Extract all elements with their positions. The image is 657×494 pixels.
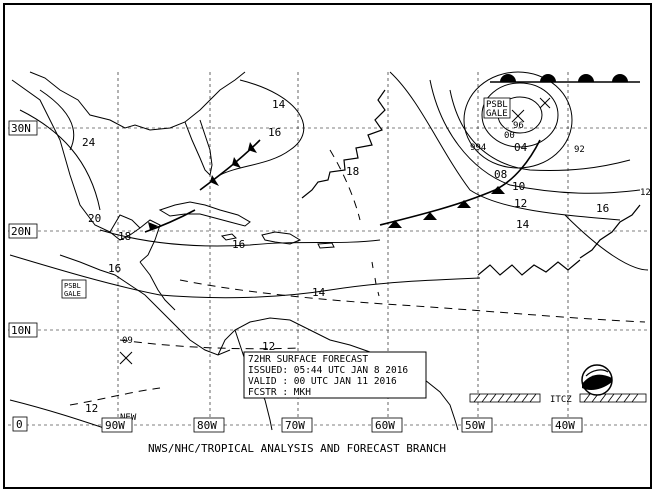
isobar-label: 14 <box>312 286 326 299</box>
psbl-gale-box-1: PSBL GALE <box>483 97 511 119</box>
lat-label-20n: 20N <box>11 225 31 238</box>
isobar-label: 12 <box>85 402 98 415</box>
isobar-label: 12 <box>640 188 651 198</box>
isobar-label: 18 <box>346 165 359 178</box>
forecast-info-box: 72HR SURFACE FORECAST ISSUED: 05:44 UTC … <box>243 351 427 399</box>
latitude-labels: 30N 20N 10N 0 <box>8 120 38 432</box>
isobar-label: 96 <box>513 121 524 131</box>
isobar-label: 12 <box>514 197 527 210</box>
lat-lon-grid <box>8 72 648 430</box>
isobar-label: 12 <box>262 340 275 353</box>
itcz-band: ITCZ <box>469 393 647 405</box>
noaa-logo <box>581 364 613 396</box>
isobar-label: 14 <box>516 218 530 231</box>
gale-label-line1: PSBL <box>486 100 508 110</box>
lon-label-40w: 40W <box>555 419 575 432</box>
isobar-label: 10 <box>512 180 525 193</box>
lon-label-70w: 70W <box>285 419 305 432</box>
forecast-issued: ISSUED: 05:44 UTC JAN 8 2016 <box>248 365 408 376</box>
isobar-label: 92 <box>574 145 585 155</box>
isobar-label: 14 <box>272 98 286 111</box>
lon-label-60w: 60W <box>375 419 395 432</box>
lon-label-50w: 50W <box>465 419 485 432</box>
lon-label-80w: 80W <box>197 419 217 432</box>
map-area: 14 16 18 20 24 16 18 16 12 09 12 14 14 1… <box>8 71 651 431</box>
cold-front <box>144 139 541 233</box>
forecast-valid: VALID : 00 UTC JAN 11 2016 <box>248 376 397 387</box>
longitude-labels: 90W 80W 70W 60W 50W 40W <box>101 417 583 433</box>
isobar-label: 16 <box>596 202 609 215</box>
footer-title: NWS/NHC/TROPICAL ANALYSIS AND FORECAST B… <box>148 442 446 455</box>
isobar-label: 09 <box>122 336 133 346</box>
troughs <box>69 149 646 406</box>
map-frame <box>3 3 652 489</box>
lat-label-10n: 10N <box>11 324 31 337</box>
gale-label-line2: GALE <box>486 109 508 119</box>
isobar-label: 08 <box>494 168 507 181</box>
isobar-labels: 14 16 18 20 24 16 18 16 12 09 12 14 14 1… <box>82 98 651 415</box>
isobar-label: 994 <box>470 143 486 153</box>
warm-front <box>490 74 640 83</box>
isobar-label: 18 <box>118 230 131 243</box>
lat-label-0: 0 <box>16 418 23 431</box>
isobar-label: 16 <box>268 126 281 139</box>
lon-label-90w: 90W <box>105 419 125 432</box>
forecast-title: 72HR SURFACE FORECAST <box>248 354 368 365</box>
zigzag-troughs <box>301 89 641 276</box>
lat-label-30n: 30N <box>11 122 31 135</box>
forecast-forecaster: FCSTR : MKH <box>248 387 311 398</box>
psbl-gale-box-2: PSBL GALE <box>61 279 87 299</box>
gale-label-line1: PSBL <box>64 282 81 290</box>
gale-label-line2: GALE <box>64 290 81 298</box>
isobar-label: 16 <box>108 262 121 275</box>
low-center-marks <box>119 97 551 365</box>
isobar-label: 04 <box>514 141 528 154</box>
isobar-label: 20 <box>88 212 101 225</box>
isobar-label: 24 <box>82 136 96 149</box>
itcz-label: ITCZ <box>550 395 572 405</box>
isobar-label: 00 <box>504 131 515 141</box>
isobar-label: 16 <box>232 238 245 251</box>
